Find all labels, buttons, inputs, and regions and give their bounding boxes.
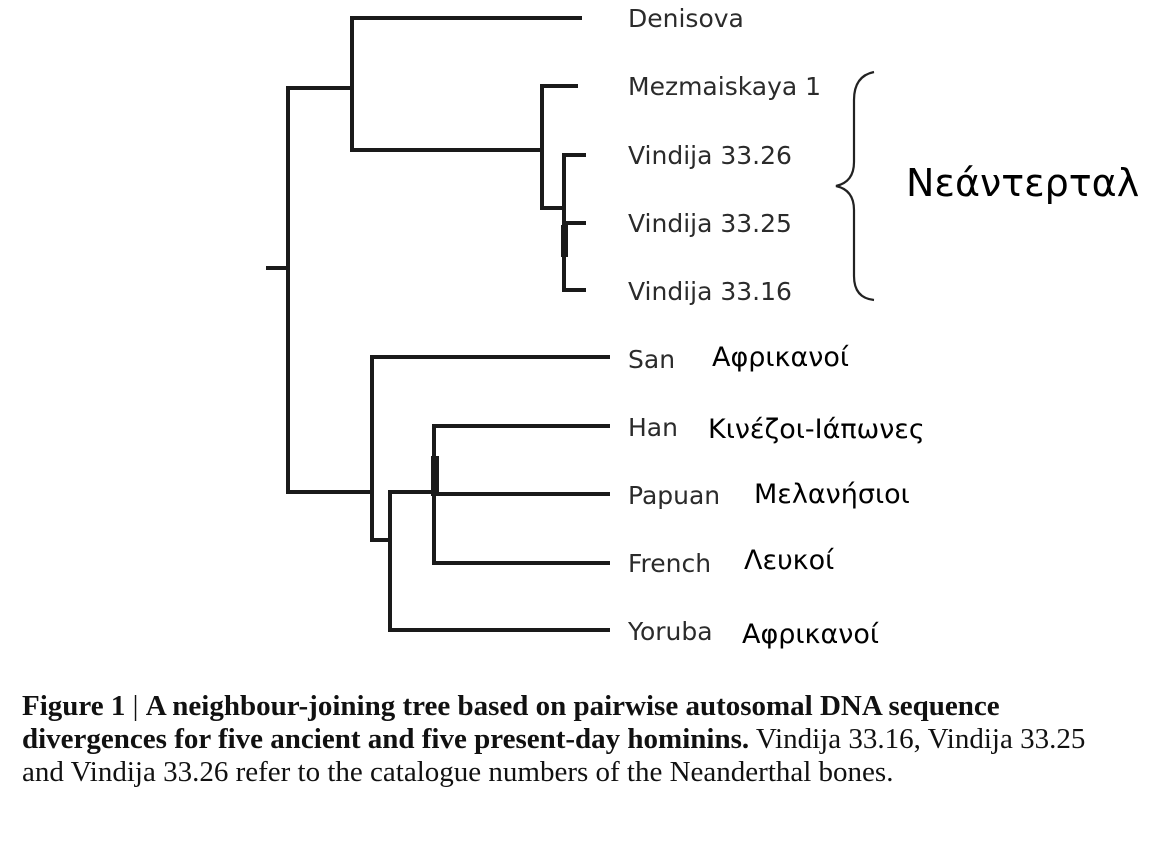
neanderthal-brace — [835, 70, 875, 302]
annotation-french: Λευκοί — [744, 545, 834, 576]
annotation-neanderthal: Νεάντερταλ — [906, 161, 1139, 205]
taxon-label-san: San — [628, 345, 675, 374]
taxon-label-french: French — [628, 549, 711, 578]
figure-caption: Figure 1 | A neighbour-joining tree base… — [22, 690, 1132, 789]
caption-figure-label: Figure 1 — [22, 690, 126, 722]
taxon-label-vindija-3316: Vindija 33.16 — [628, 277, 792, 306]
caption-title: A neighbour-joining tree based on pairwi… — [22, 690, 1000, 755]
phylogenetic-tree: Denisova Mezmaiskaya 1 Vindija 33.26 Vin… — [266, 4, 1139, 650]
tree-branches — [266, 16, 610, 632]
annotation-han: Κινέζοι-Ιάπωνες — [708, 414, 925, 445]
annotation-papuan: Μελανήσιοι — [754, 479, 910, 510]
taxon-label-vindija-3326: Vindija 33.26 — [628, 141, 792, 170]
taxon-label-mezmaiskaya: Mezmaiskaya 1 — [628, 72, 821, 101]
taxon-label-vindija-3325: Vindija 33.25 — [628, 209, 792, 238]
annotation-san: Αφρικανοί — [712, 342, 849, 373]
taxon-label-denisova: Denisova — [628, 4, 744, 33]
caption-separator: | — [132, 690, 139, 722]
caption-body: Vindija 33.16, Vindija 33.25 and Vindija… — [22, 723, 1086, 788]
taxon-label-yoruba: Yoruba — [627, 617, 713, 646]
taxon-label-han: Han — [628, 413, 678, 442]
annotation-yoruba: Αφρικανοί — [742, 619, 879, 650]
taxon-label-papuan: Papuan — [628, 481, 720, 510]
ooa-node-thick — [431, 456, 439, 496]
vindija-node-thick — [561, 225, 568, 257]
